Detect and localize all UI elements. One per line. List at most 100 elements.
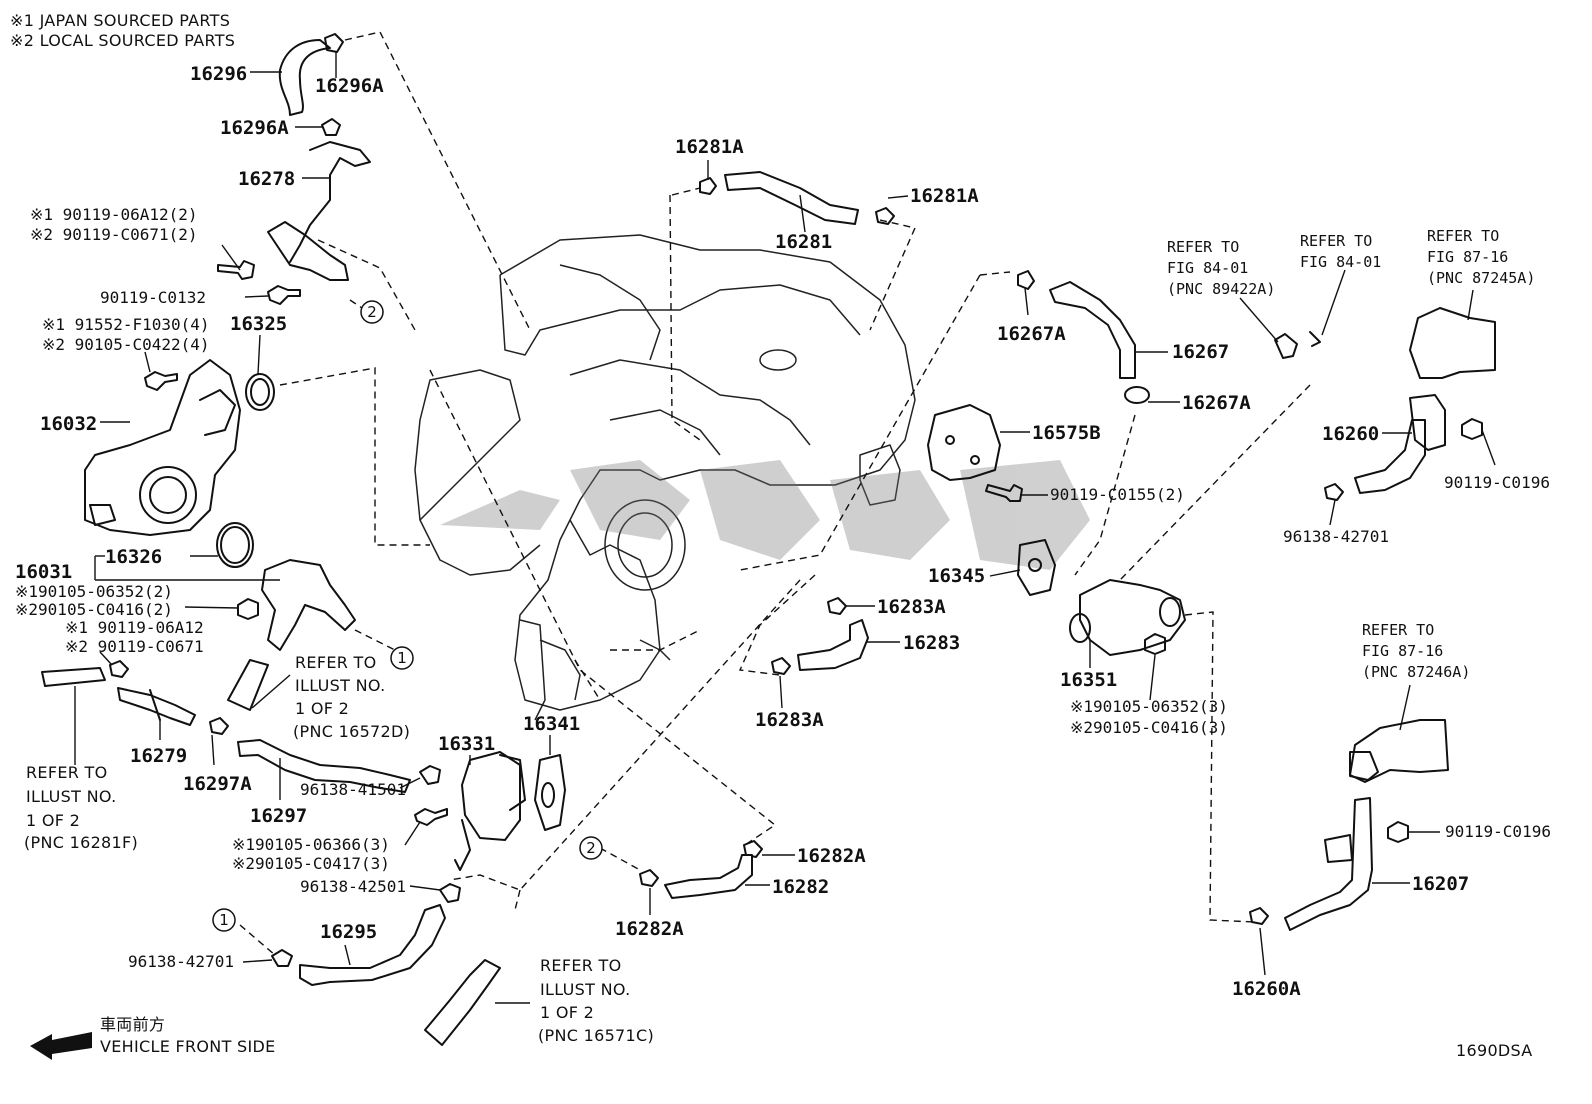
part-16325-gasket	[245, 373, 275, 411]
svg-text:1 OF 2: 1 OF 2	[26, 811, 80, 830]
label-16351: 16351	[1060, 669, 1117, 691]
label-16281A-left: 16281A	[675, 136, 744, 158]
ref-sensor-89422A	[1274, 331, 1321, 359]
svg-text:2: 2	[367, 303, 377, 321]
label-bolt-90119-06A12: ※1 90119-06A12	[65, 618, 204, 637]
svg-text:FIG 87-16: FIG 87-16	[1362, 642, 1443, 660]
svg-text:1: 1	[397, 649, 407, 667]
label-16267A-upper: 16267A	[997, 323, 1066, 345]
ref-note-fig84-01-pnc89422a: REFER TO FIG 84-01 (PNC 89422A)	[1167, 238, 1275, 298]
label-stud-90105-C0422: ※2 90105-C0422(4)	[42, 335, 210, 354]
part-16297-hose	[209, 717, 411, 793]
direction-label-en: VEHICLE FRONT SIDE	[100, 1037, 276, 1056]
svg-text:REFER TO: REFER TO	[1362, 621, 1434, 639]
label-16296A-top: 16296A	[315, 75, 384, 97]
part-16282-hose	[639, 840, 763, 899]
label-16281: 16281	[775, 231, 832, 253]
label-clamp-96138-42701-left: 96138-42701	[128, 952, 234, 971]
watermark-logo	[440, 460, 1090, 570]
label-16281A-right: 16281A	[910, 185, 979, 207]
figure-code: 1690DSA	[1456, 1041, 1533, 1060]
svg-text:REFER TO: REFER TO	[1300, 232, 1372, 250]
legend-japan-sourced: ※1 JAPAN SOURCED PARTS	[10, 11, 230, 30]
hose-upper-left	[227, 659, 269, 711]
ref-note-fig87-16-pnc87245a: REFER TO FIG 87-16 (PNC 87245A)	[1427, 227, 1535, 287]
label-16267: 16267	[1172, 341, 1229, 363]
part-16296-hose	[278, 33, 344, 116]
label-bolt-90119-C0196-upper: 90119-C0196	[1444, 473, 1550, 492]
svg-text:REFER TO: REFER TO	[1427, 227, 1499, 245]
svg-text:FIG 84-01: FIG 84-01	[1300, 253, 1381, 271]
svg-text:1 OF 2: 1 OF 2	[540, 1003, 594, 1022]
label-bolt-90105-06366: ※190105-06366(3)	[232, 835, 390, 854]
part-16295-hose	[271, 904, 446, 986]
ref-hose-87246A	[1349, 719, 1449, 783]
ref-note-illust-pnc16571c: REFER TO ILLUST NO. 1 OF 2 (PNC 16571C)	[538, 956, 654, 1045]
label-16297: 16297	[250, 805, 307, 827]
label-clamp-96138-42501: 96138-42501	[300, 877, 406, 896]
circle-marker-1-lower: 1	[212, 908, 236, 932]
label-bolt-90119-C0671: ※2 90119-C0671	[65, 637, 204, 656]
label-16278: 16278	[238, 168, 295, 190]
label-16341: 16341	[523, 713, 580, 735]
part-16279-pipe	[41, 660, 196, 726]
label-16031: 16031	[15, 561, 72, 583]
label-16295: 16295	[320, 921, 377, 943]
svg-text:2: 2	[586, 839, 596, 857]
label-16283A-upper: 16283A	[877, 596, 946, 618]
label-16297A: 16297A	[183, 773, 252, 795]
part-16345-gasket	[1017, 539, 1056, 596]
label-16283A-lower: 16283A	[755, 709, 824, 731]
svg-text:REFER TO: REFER TO	[1167, 238, 1239, 256]
part-16278-pipe	[267, 118, 371, 281]
label-bolt-90119-C0132: 90119-C0132	[100, 288, 206, 307]
ref-note-illust-pnc16572d: REFER TO ILLUST NO. 1 OF 2 (PNC 16572D)	[293, 653, 410, 741]
circle-marker-2-upper: 2	[360, 300, 384, 324]
label-clamp-96138-42701-right: 96138-42701	[1283, 527, 1389, 546]
svg-text:1 OF 2: 1 OF 2	[295, 699, 349, 718]
label-16207: 16207	[1412, 873, 1469, 895]
label-16345: 16345	[928, 565, 985, 587]
label-bolt-90119-C0671-2: ※2 90119-C0671(2)	[30, 225, 198, 244]
ref-note-fig84-01: REFER TO FIG 84-01	[1300, 232, 1381, 271]
label-bolt-90105-06352-2: ※190105-06352(2)	[15, 582, 173, 601]
svg-text:ILLUST NO.: ILLUST NO.	[295, 676, 385, 695]
svg-text:(PNC 16281F): (PNC 16281F)	[24, 833, 138, 852]
label-16282A-right: 16282A	[797, 845, 866, 867]
label-16331: 16331	[438, 733, 495, 755]
part-16283-hose	[771, 597, 869, 675]
part-16260-hose	[1324, 394, 1483, 501]
part-labels: 16296 16296A 16296A 16278 ※1 90119-06A12…	[15, 63, 1551, 1000]
part-16575B-bracket	[927, 404, 1001, 481]
label-16283: 16283	[903, 632, 960, 654]
label-16282: 16282	[772, 876, 829, 898]
part-16207-pipe	[1249, 797, 1409, 931]
part-16331-thermostat-housing	[414, 751, 526, 903]
part-16031-inlet	[237, 559, 356, 651]
label-16279: 16279	[130, 745, 187, 767]
label-clamp-96138-41501: 96138-41501	[300, 780, 406, 799]
ref-hose-87245A	[1409, 307, 1496, 379]
bolt-90119-C0155	[985, 484, 1023, 502]
label-16260A: 16260A	[1232, 978, 1301, 1000]
ref-note-fig87-16-pnc87246a: REFER TO FIG 87-16 (PNC 87246A)	[1362, 621, 1470, 681]
label-16326: 16326	[105, 546, 162, 568]
label-16575B: 16575B	[1032, 422, 1101, 444]
circle-marker-2-lower: 2	[579, 836, 603, 860]
direction-label-jp: 車両前方	[100, 1015, 165, 1034]
legend-local-sourced: ※2 LOCAL SOURCED PARTS	[10, 31, 235, 50]
label-bolt-90119-06A12-2: ※1 90119-06A12(2)	[30, 205, 198, 224]
part-16267-hose	[1017, 270, 1150, 404]
ref-note-illust-pnc16281f: REFER TO ILLUST NO. 1 OF 2 (PNC 16281F)	[24, 763, 138, 852]
label-16296: 16296	[190, 63, 247, 85]
svg-text:ILLUST NO.: ILLUST NO.	[540, 980, 630, 999]
svg-text:FIG 87-16: FIG 87-16	[1427, 248, 1508, 266]
svg-text:(PNC 87246A): (PNC 87246A)	[1362, 663, 1470, 681]
vehicle-front-arrow-icon	[30, 1032, 92, 1060]
label-16282A-lower: 16282A	[615, 918, 684, 940]
svg-text:(PNC 16572D): (PNC 16572D)	[293, 722, 410, 741]
part-16326-oring	[216, 522, 254, 568]
circle-marker-1-mid: 1	[390, 646, 414, 670]
svg-text:(PNC 16571C): (PNC 16571C)	[538, 1026, 654, 1045]
label-bolt-90105-C0417: ※290105-C0417(3)	[232, 854, 390, 873]
